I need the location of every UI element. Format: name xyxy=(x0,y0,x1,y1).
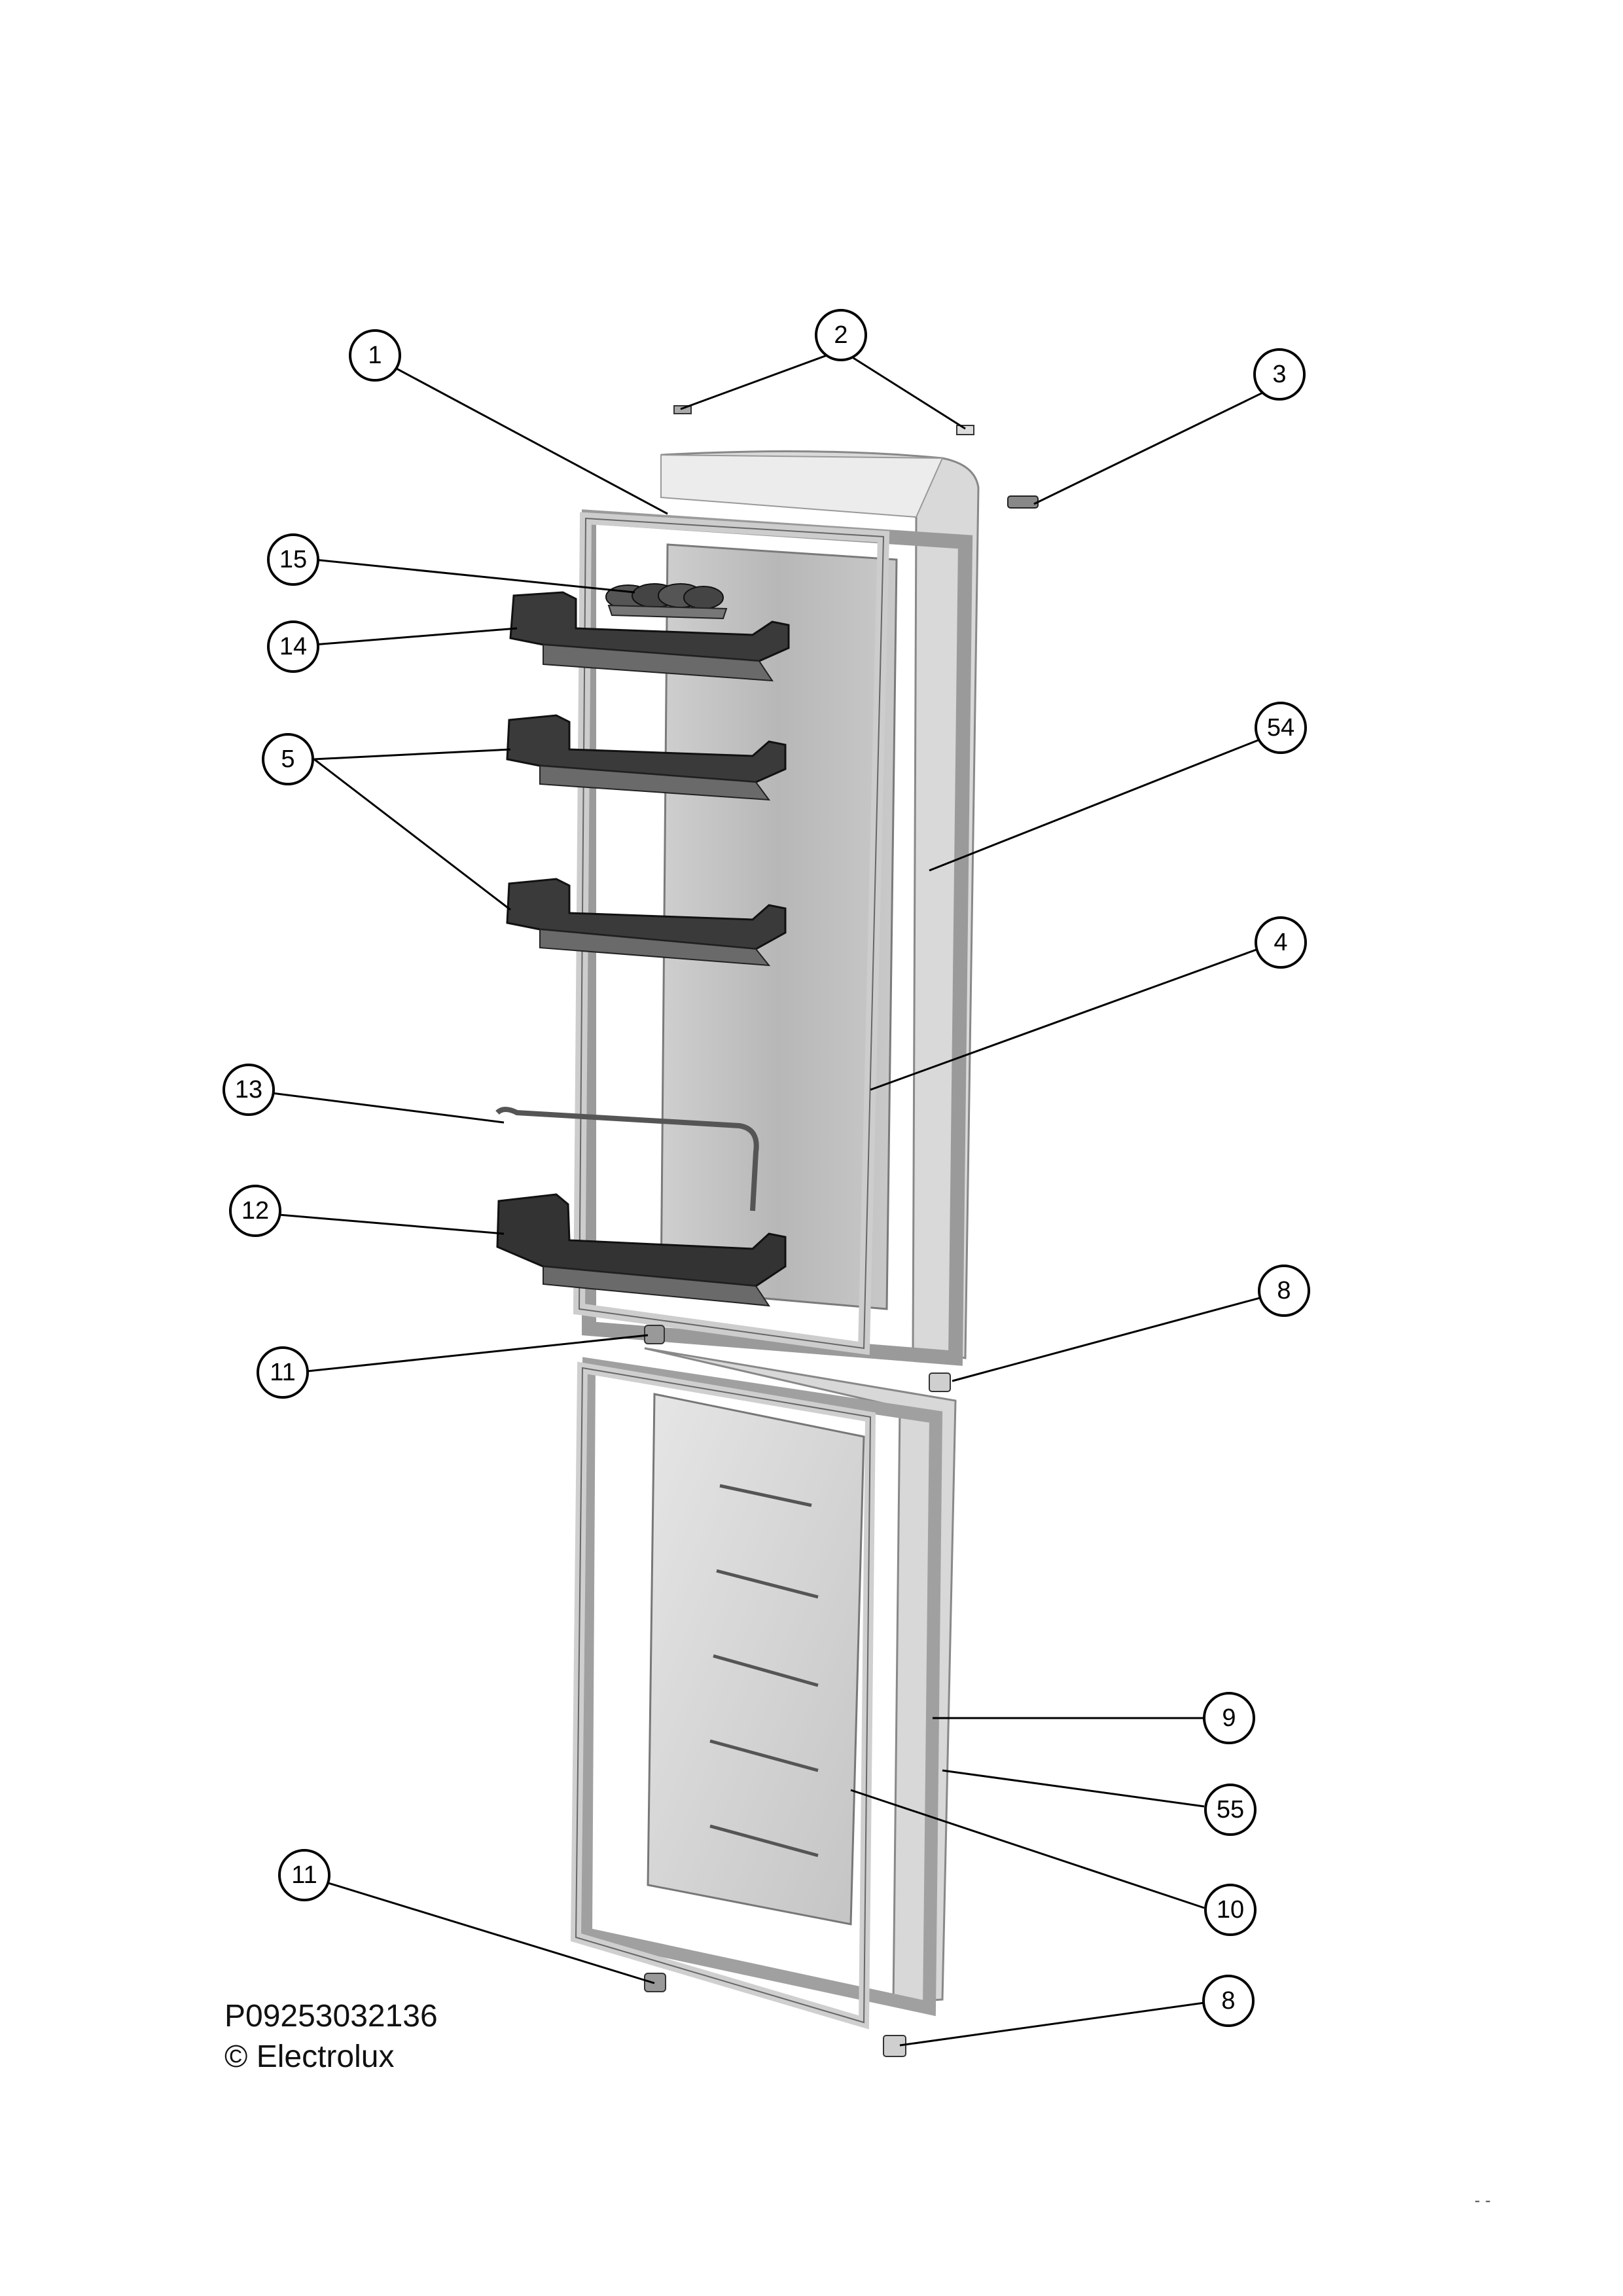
svg-text:2: 2 xyxy=(834,321,847,349)
hinge-pin-3 xyxy=(1007,495,1039,509)
svg-text:15: 15 xyxy=(279,546,307,573)
hinge-bushing-11-upper xyxy=(644,1325,665,1344)
hinge-bracket-8-lower xyxy=(883,2035,906,2057)
door-stop-parts-2 xyxy=(673,405,974,435)
part-number: P09253032136 xyxy=(224,1999,438,2034)
lower-door-inner-liner xyxy=(647,1393,865,1926)
svg-text:11: 11 xyxy=(291,1861,317,1889)
svg-text:9: 9 xyxy=(1222,1704,1236,1732)
door-shelf-14 xyxy=(509,591,790,682)
bottle-retainer-13 xyxy=(495,1107,759,1211)
callout-15: 15 xyxy=(267,533,319,586)
svg-text:55: 55 xyxy=(1217,1796,1244,1823)
lower-door-assembly xyxy=(570,1347,957,2030)
svg-text:5: 5 xyxy=(281,745,294,773)
door-shelf-5-lower xyxy=(506,878,787,967)
upper-door-assembly xyxy=(495,450,980,1366)
svg-text:13: 13 xyxy=(235,1076,262,1103)
callout-4: 4 xyxy=(1255,916,1307,969)
callout-8-lower: 8 xyxy=(1202,1975,1255,2027)
callout-1: 1 xyxy=(349,329,401,382)
svg-text:11: 11 xyxy=(270,1359,295,1386)
page-mark: - - xyxy=(1474,2191,1491,2210)
svg-text:10: 10 xyxy=(1217,1896,1244,1924)
callout-9: 9 xyxy=(1203,1692,1255,1744)
callout-14: 14 xyxy=(267,620,319,673)
svg-text:4: 4 xyxy=(1274,929,1287,956)
svg-text:12: 12 xyxy=(241,1197,269,1225)
callout-11-upper: 11 xyxy=(257,1346,309,1399)
document-footer: P09253032136 © Electrolux xyxy=(224,1996,438,2077)
lower-door-ribs xyxy=(709,1484,819,1857)
callout-55: 55 xyxy=(1204,1784,1257,1836)
door-shelf-12 xyxy=(496,1193,787,1307)
callout-5: 5 xyxy=(262,733,314,785)
hinge-bracket-8-upper xyxy=(929,1372,951,1392)
door-shelf-5-upper xyxy=(506,714,787,801)
svg-text:8: 8 xyxy=(1221,1987,1235,2015)
svg-text:8: 8 xyxy=(1277,1277,1291,1304)
egg-tray-15 xyxy=(605,583,728,620)
callout-54: 54 xyxy=(1255,702,1307,754)
callout-12: 12 xyxy=(229,1185,281,1237)
callout-3: 3 xyxy=(1253,348,1306,401)
lower-door-gasket-outer xyxy=(579,1357,943,2017)
svg-text:54: 54 xyxy=(1267,714,1294,742)
svg-text:14: 14 xyxy=(279,633,307,660)
callout-13: 13 xyxy=(223,1064,275,1116)
leader-lines xyxy=(271,349,1280,2047)
callout-2: 2 xyxy=(815,309,867,361)
svg-text:1: 1 xyxy=(368,342,382,369)
callout-8-upper: 8 xyxy=(1258,1265,1310,1317)
callout-10: 10 xyxy=(1204,1884,1257,1936)
hinge-bushing-11-lower xyxy=(644,1973,666,1992)
callout-11-lower: 11 xyxy=(278,1849,330,1901)
svg-text:3: 3 xyxy=(1272,361,1286,388)
copyright-notice: © Electrolux xyxy=(224,2039,395,2074)
